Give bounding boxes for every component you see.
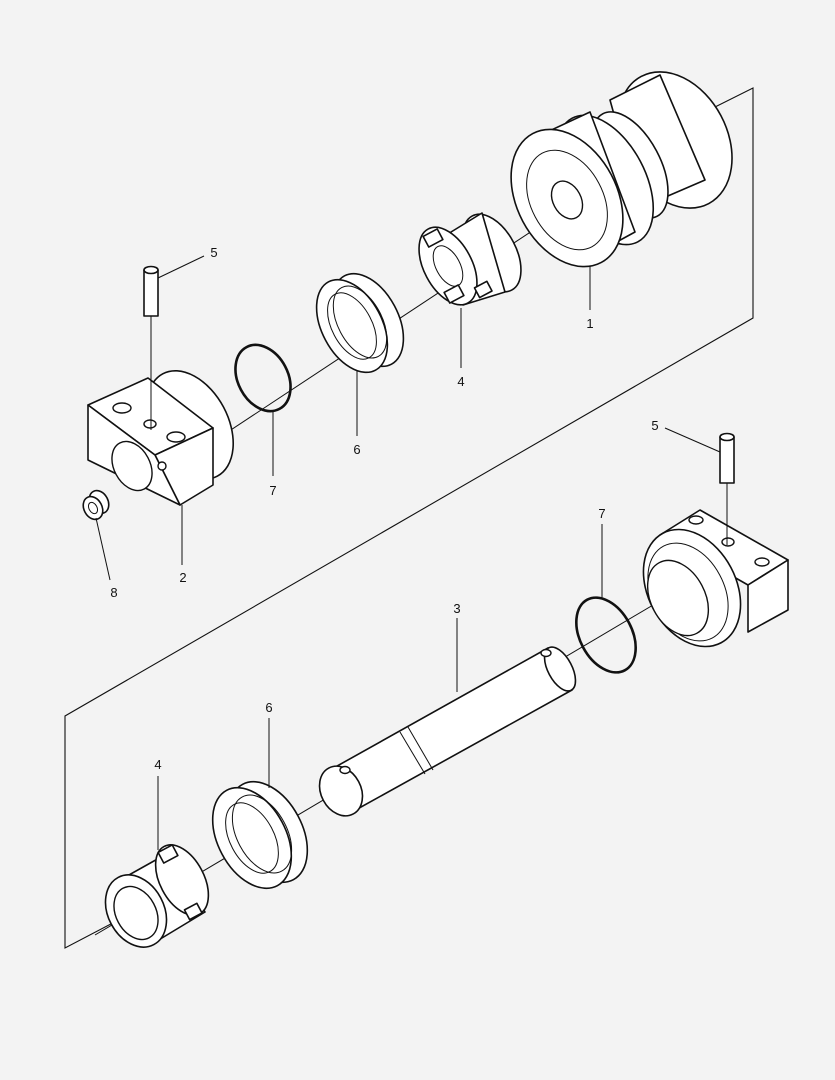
callout-6-bottom: 6	[265, 700, 272, 715]
callout-1: 1	[586, 316, 593, 331]
o-ring-top	[234, 343, 292, 413]
collar-top	[418, 212, 522, 306]
end-block-bottom	[642, 509, 789, 648]
callout-4-bottom: 4	[154, 757, 161, 772]
callout-6-top: 6	[353, 442, 360, 457]
callout-4-top: 4	[457, 374, 464, 389]
collar-bottom	[104, 844, 210, 948]
callout-7-bottom: 7	[598, 506, 605, 521]
leader-8	[95, 517, 111, 581]
callout-5-bottom: 5	[651, 418, 658, 433]
shaft	[318, 646, 577, 817]
callout-3: 3	[453, 601, 460, 616]
pin-top	[143, 265, 159, 430]
seal-ring-bottom	[211, 780, 309, 890]
end-block-top	[87, 369, 235, 506]
o-ring-bottom	[575, 596, 637, 674]
pin-bottom	[719, 432, 735, 545]
seal-ring-top	[315, 272, 405, 374]
assembly-frame	[64, 87, 754, 949]
callout-7-top: 7	[269, 483, 276, 498]
leader-5-top	[157, 255, 205, 279]
callout-8: 8	[110, 585, 117, 600]
callout-2: 2	[179, 570, 186, 585]
callout-5-top: 5	[210, 245, 217, 260]
roller-shell	[510, 71, 733, 268]
leader-5-bottom	[664, 427, 721, 453]
plug	[82, 489, 110, 521]
